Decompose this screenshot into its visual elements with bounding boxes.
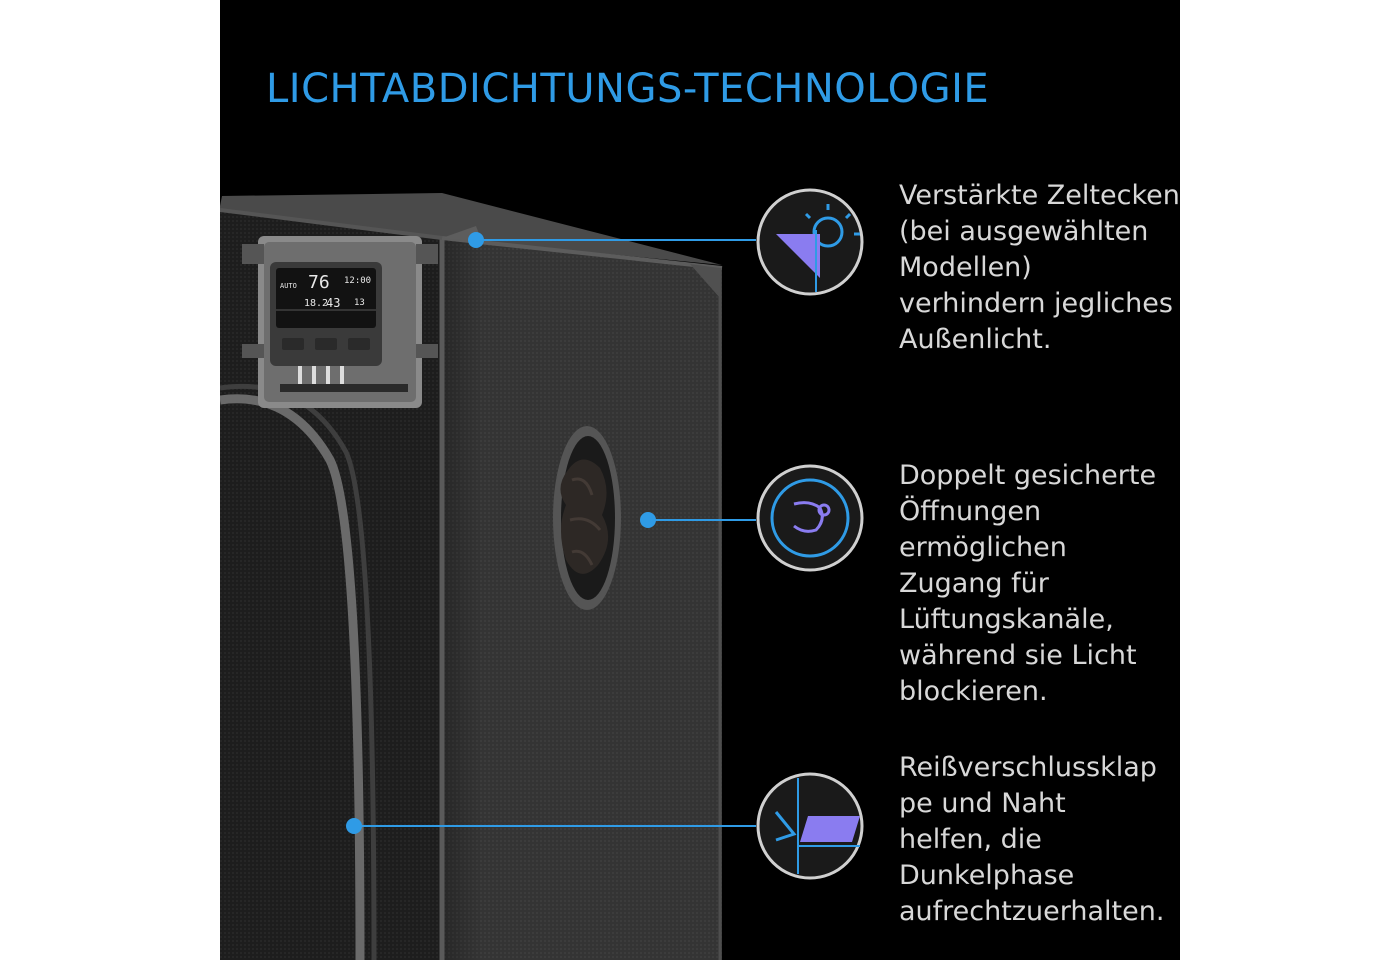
- zipper-flap-icon: [756, 772, 864, 880]
- sun-corner-icon: [756, 188, 864, 296]
- feature-text-openings: Doppelt gesicherte Öffnungen ermöglichen…: [899, 460, 1157, 707]
- feature-text-zipper: Reißverschlussklap pe und Naht helfen, d…: [899, 752, 1165, 927]
- controller-temp: 76: [308, 272, 330, 293]
- controller-screen: [276, 268, 376, 328]
- product-panel: LICHTABDICHTUNGS-TECHNOLOGIE: [220, 0, 1180, 960]
- callout-dot-2: [640, 512, 656, 528]
- callout-dot-3: [346, 818, 362, 834]
- callout-dot-1: [468, 232, 484, 248]
- controller-value-left: 18.2: [304, 298, 329, 309]
- controller-value-right: 13: [354, 298, 365, 308]
- controller-humidity: 43: [326, 296, 341, 310]
- page-title: LICHTABDICHTUNGS-TECHNOLOGIE: [266, 66, 990, 112]
- controller-time: 12:00: [344, 276, 372, 286]
- grow-tent-illustration: [220, 188, 864, 960]
- drawstring-duct-icon: [756, 464, 864, 572]
- feature-text-corners: Verstärkte Zeltecken (bei ausgewählten M…: [899, 180, 1180, 355]
- controller-mode: AUTO: [280, 282, 297, 290]
